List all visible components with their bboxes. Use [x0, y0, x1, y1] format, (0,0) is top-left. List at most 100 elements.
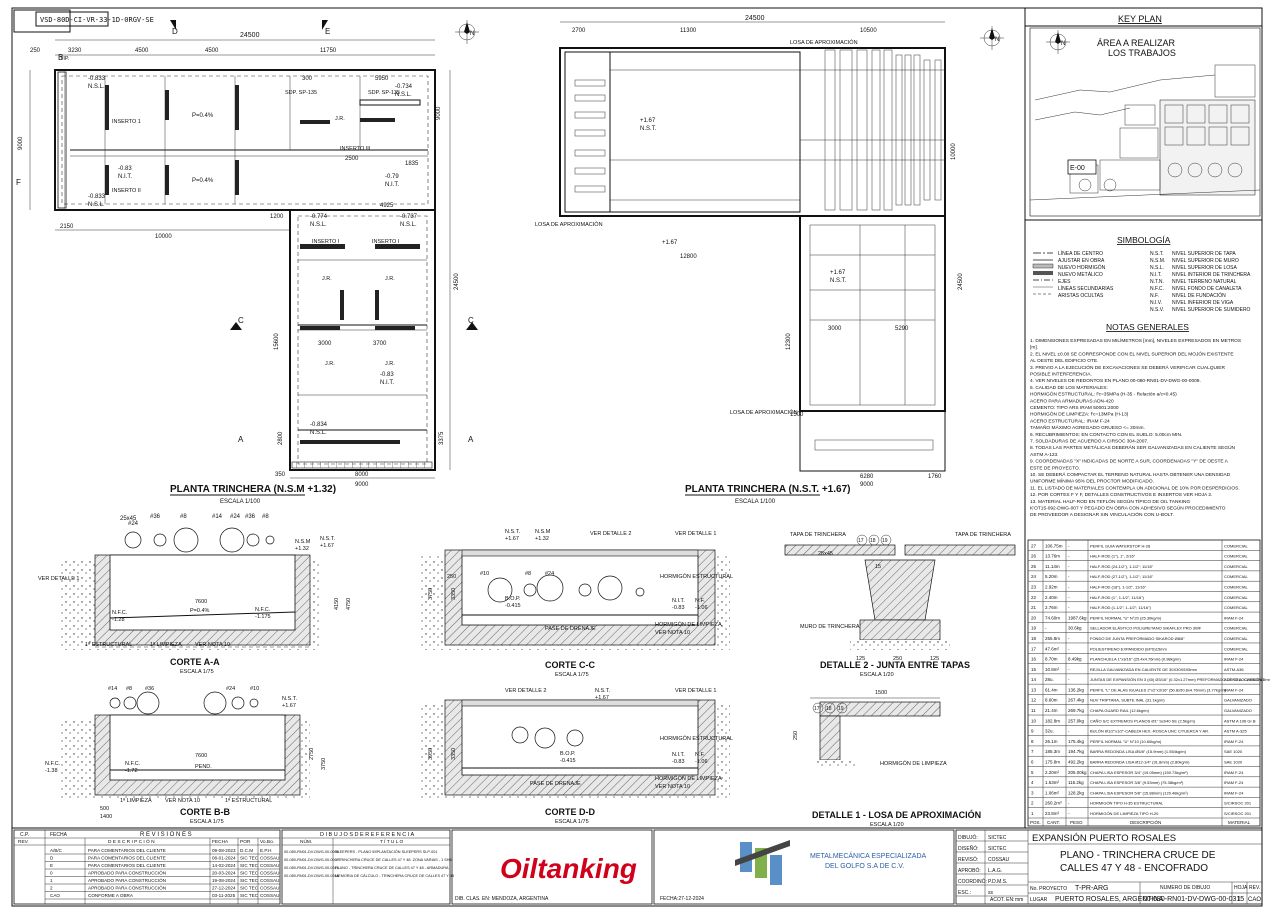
role-value: L.A.G.	[988, 868, 1002, 874]
cell-peso: -	[1068, 584, 1070, 589]
level: N.S.L.	[88, 84, 105, 90]
rev-cell: COSSAU	[260, 886, 279, 891]
callouts: 17 18 19	[856, 534, 892, 546]
note-line: 8. TODAS LAS PARTES METÁLICAS DEBERÁN SE…	[1030, 444, 1236, 451]
section-mark: B	[58, 53, 63, 62]
cell-pos: 6	[1031, 760, 1034, 765]
cell-cant: 5.20m	[1045, 574, 1058, 579]
legend-desc: NIVEL SUPERIOR DE LOSA	[1172, 265, 1237, 271]
cell-peso: -	[1068, 801, 1070, 806]
cell-material: GALVANIZADO	[1224, 708, 1252, 713]
dim: 10000	[951, 143, 957, 160]
note-line: 2. EL NIVEL ±0.00 SE CORRESPONDE CON EL …	[1030, 350, 1234, 357]
section-mark: C	[468, 316, 474, 325]
cell-desc: BARRA REDONDA LISA Ø5/8" (15.9mm) (1.554…	[1090, 749, 1187, 754]
level: N.S.M	[535, 529, 551, 535]
role-value: P.D.M.S.	[988, 879, 1007, 885]
cell-desc: PLANCHUELA 1"x3/16" (25.4x4.76mm) (0.98k…	[1090, 657, 1181, 662]
dim: 250	[447, 574, 456, 580]
role-value: COSSAU	[988, 857, 1010, 863]
note-line: TAMAÑO MÁXIMO AGREGADO GRUESO <= 20mm.	[1030, 424, 1145, 431]
level: N.I.T.	[118, 174, 132, 180]
key-plan-subtitle: LOS TRABAJOS	[1108, 48, 1176, 58]
pipe-stubs	[574, 79, 606, 193]
level: N.S.T.	[595, 688, 610, 694]
legend-abbr: N.S.T.	[1150, 251, 1164, 257]
rev-cell: 0	[50, 871, 53, 876]
label: VER NOTA 10	[655, 784, 690, 790]
cell-cant: 260.2m³	[1045, 801, 1062, 806]
cell-material: COMERCIAL	[1224, 554, 1249, 559]
legend-item: EJES	[1058, 279, 1071, 285]
dim: 3950	[428, 748, 434, 760]
cell-desc: REJILLA GALVANIZADA EN CALIENTE DE 30X30…	[1090, 667, 1198, 672]
rev-cell: D	[50, 856, 54, 861]
plan-2: 24500 2700 11300 10500 LOSA DE APROXIMAC…	[535, 15, 1004, 505]
rev-cell: SIC TEC	[240, 863, 259, 868]
section-mark: C	[238, 316, 244, 325]
cell-material: ASTM-A36	[1224, 667, 1244, 672]
label: 1ª LIMPIEZA	[150, 641, 182, 648]
numero-label: NUMERO DE DIBUJO	[1160, 885, 1210, 891]
label: J.R.	[322, 276, 332, 282]
ref-title: SLEEPERS - PLANO IMPLANTACIÓN SLEEPERS S…	[335, 849, 437, 854]
callout: 17	[814, 706, 820, 712]
cell-material: COMERCIAL	[1224, 636, 1249, 641]
legend-item: LÍNEAS SECUNDARIAS	[1058, 285, 1114, 292]
note-line: 13. MATERIAL HALF-ROD EN TEFLÓN SEGÚN TÍ…	[1030, 498, 1190, 505]
ref-num: 00-080-RN01-DV-DWG-00-0316	[284, 874, 339, 878]
level: B.O.P.	[505, 596, 521, 602]
legend-desc: NIVEL SUPERIOR DE TAPA	[1172, 251, 1236, 257]
rev-cell: 20-03-2024	[212, 871, 236, 876]
cell-desc: BULÓN Ø1/2"x1/2"-CABEZA HEX.-ROSCA UNC C…	[1090, 729, 1209, 734]
references-block: D I B U J O S D E R E F E R E N C I A NÚ…	[281, 829, 454, 905]
dim: 24500	[240, 32, 260, 39]
dim: 4925	[380, 203, 394, 209]
note-line: CEMENTO: TIPO ARS IRAM 50001:2000	[1030, 405, 1119, 411]
rev-header: POR	[240, 839, 251, 845]
bottom-fecha: FECHA:27-12-2024	[660, 896, 704, 902]
note-line: HORMIGÓN DE LIMPIEZA: f'c=13MPa (H-13)	[1030, 411, 1129, 418]
note-line: 9. COORDENADAS "X" INDICADAS DE NORTE A …	[1030, 459, 1229, 465]
dim: 3750	[321, 758, 327, 770]
dim: 9000	[436, 106, 442, 120]
cell-desc: CHAPA LISA ESPESOR 3/8" (9.53mm) (75.38k…	[1090, 780, 1184, 785]
cell-peso: 175.4kg	[1068, 739, 1085, 744]
section-mark: A	[468, 435, 474, 444]
cell-desc: BARRA REDONDA LISA Ø12-1/4" (31.8mm) (2.…	[1090, 760, 1190, 765]
rev-cell: CAO	[50, 893, 60, 898]
dim: 3000	[828, 326, 842, 332]
dim: 10500	[860, 28, 877, 34]
cell-cant: 2.20m²	[1045, 770, 1060, 775]
label: 1ª ESTRUCTURAL	[225, 797, 272, 804]
note-line: 3. PREVIO A LA EJECUCIÓN DE EXCAVACIONES…	[1030, 364, 1225, 371]
cell-peso: 128.2kg	[1068, 790, 1085, 795]
level: N.F.	[695, 598, 705, 604]
label: VER NOTA 10	[195, 642, 230, 648]
cell-peso: 116.2kg	[1068, 780, 1084, 785]
cell-peso: 8.49kg	[1068, 657, 1082, 662]
level: -0.737	[400, 214, 418, 220]
cell-peso: 267.4kg	[1068, 698, 1085, 703]
cell-material: COMERCIAL	[1224, 605, 1249, 610]
legend-abbr: N.S.V.	[1150, 307, 1164, 313]
project-name: EXPANSIÓN PUERTO ROSALES	[1032, 833, 1176, 844]
references-title: D I B U J O S D E R E F E R E N C I A	[320, 832, 414, 838]
cell-cant: 21.4m	[1045, 708, 1058, 713]
cell-cant: 1.53m²	[1045, 780, 1060, 785]
cell-cant: 8.70m	[1045, 657, 1058, 662]
dim: 500	[100, 806, 109, 812]
callout: 19	[882, 538, 888, 544]
rebar-tag: #8	[126, 686, 132, 692]
cell-peso: -	[1068, 564, 1070, 569]
cell-desc: HORMIGÓN DE LIMPIEZA TIPO H-20	[1090, 811, 1159, 816]
note-line: 1. DIMENSIONES EXPRESADAS EN MILÍMETROS …	[1030, 337, 1241, 344]
rev-cell: COSSAU	[260, 893, 279, 898]
rev-cell: 2	[50, 886, 53, 891]
level: -0.415	[505, 603, 521, 609]
